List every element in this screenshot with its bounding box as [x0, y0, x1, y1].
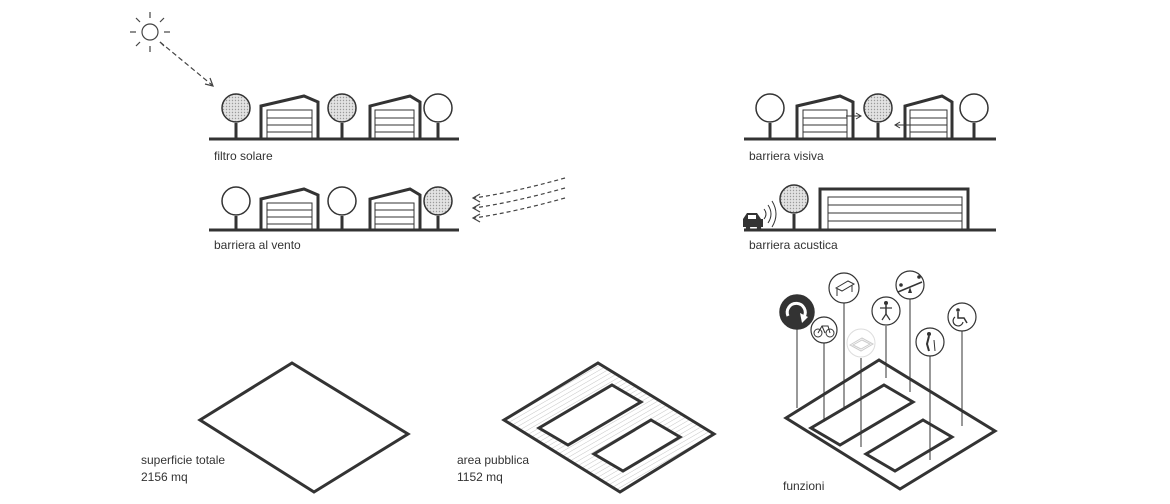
recycle-icon — [779, 294, 815, 330]
visual-barrier-section: barriera visiva — [744, 93, 996, 163]
solar-filter-section: filtro solare — [209, 93, 459, 163]
acoustic-barrier-label: barriera acustica — [749, 238, 838, 252]
solar-filter-label: filtro solare — [214, 149, 273, 163]
public-area-value: 1152 mq — [457, 470, 503, 484]
view-arrow-icon — [894, 121, 910, 129]
tree — [779, 184, 809, 230]
total-surface-diagram: superficie totale 2156 mq — [141, 361, 411, 494]
visual-barrier-label: barriera visiva — [749, 149, 824, 163]
tree — [423, 186, 453, 230]
public-area-title: area pubblica — [457, 453, 529, 467]
tree — [327, 93, 357, 139]
tree — [221, 186, 251, 230]
tree — [959, 93, 989, 139]
total-surface-title: superficie totale — [141, 453, 225, 467]
accessibility-icon — [947, 302, 977, 332]
wind-barrier-section: barriera al vento — [209, 177, 566, 252]
sun-icon — [130, 12, 170, 52]
bench-icon — [828, 272, 860, 304]
bicycle-icon — [810, 316, 838, 344]
acoustic-barrier-section: barriera acustica — [743, 184, 996, 252]
functions-diagram: funzioni — [779, 270, 998, 493]
workout-icon — [871, 296, 901, 326]
building — [368, 187, 422, 231]
tree — [863, 93, 893, 139]
wind-barrier-label: barriera al vento — [214, 238, 301, 252]
building — [368, 94, 422, 140]
tree — [423, 93, 453, 139]
building — [903, 94, 954, 140]
public-area-diagram: area pubblica 1152 mq — [457, 361, 717, 494]
view-arrow-icon — [846, 112, 862, 120]
functions-label: funzioni — [783, 479, 824, 493]
elderly-icon — [915, 327, 945, 357]
building — [259, 187, 320, 231]
building — [795, 94, 855, 140]
playground-icon — [846, 328, 876, 358]
seesaw-icon — [895, 270, 925, 300]
wind-arrows-icon — [471, 177, 566, 223]
sun-ray-arrow — [159, 41, 214, 87]
tree — [221, 93, 251, 139]
tree — [755, 93, 785, 139]
sound-waves-icon — [763, 200, 777, 228]
building — [259, 94, 320, 140]
car-icon — [743, 213, 763, 231]
building — [818, 187, 970, 231]
tree — [327, 186, 357, 230]
total-surface-value: 2156 mq — [141, 470, 188, 484]
